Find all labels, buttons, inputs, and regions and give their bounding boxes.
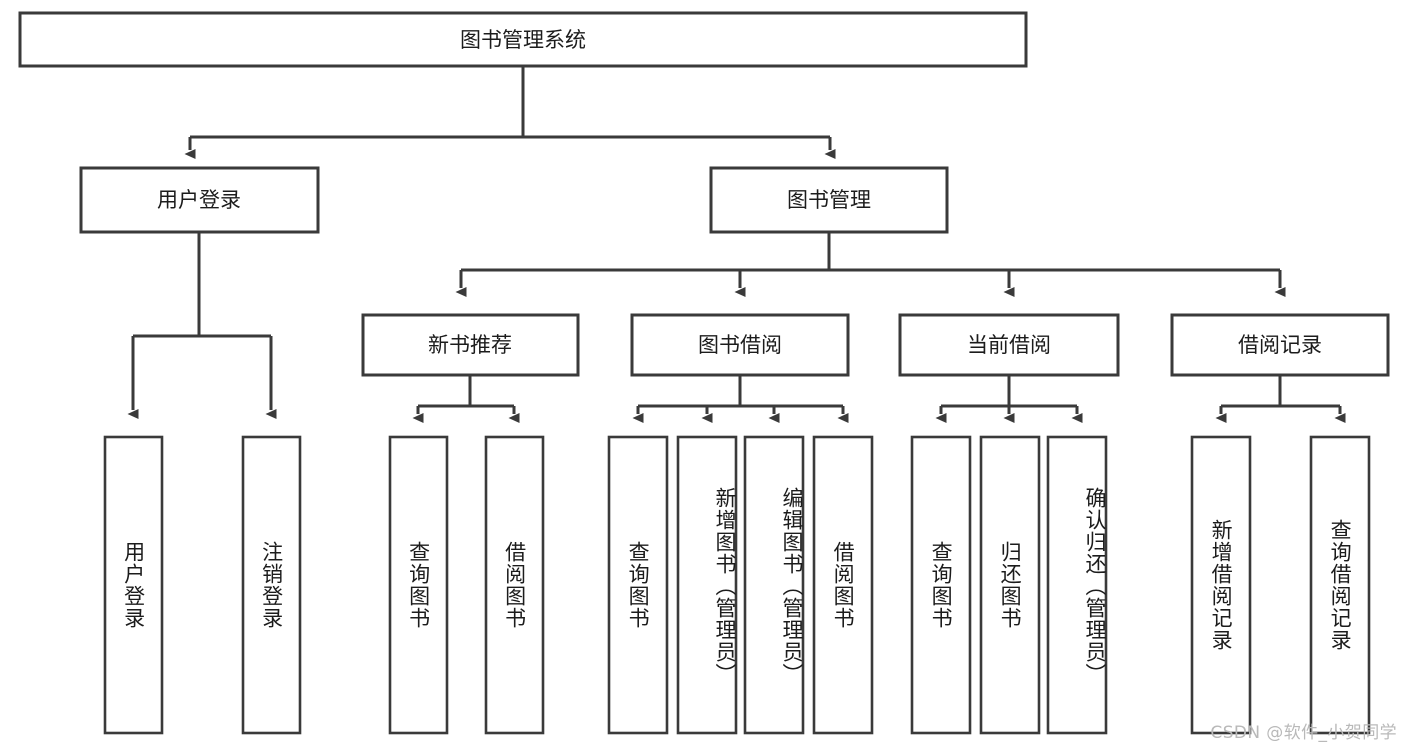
connector-newbook-to-leaves bbox=[412, 375, 520, 423]
node-leaf-query-book-3[interactable] bbox=[910, 435, 972, 735]
node-book-borrow[interactable]: 图书借阅 bbox=[630, 313, 850, 377]
node-root-system[interactable]: 图书管理系统 bbox=[18, 11, 1028, 68]
node-leaf-query-record[interactable] bbox=[1309, 435, 1371, 735]
node-leaf-borrow-book-1[interactable] bbox=[484, 435, 545, 735]
node-user-login[interactable]: 用户登录 bbox=[79, 166, 320, 234]
node-borrow-record-label: 借阅记录 bbox=[1238, 333, 1322, 357]
node-borrow-record[interactable]: 借阅记录 bbox=[1170, 313, 1390, 377]
node-new-book-recommend[interactable]: 新书推荐 bbox=[361, 313, 580, 377]
node-leaf-edit-book[interactable] bbox=[743, 435, 805, 735]
node-book-borrow-label: 图书借阅 bbox=[698, 333, 782, 357]
node-leaf-user-login[interactable] bbox=[103, 435, 164, 735]
node-current-borrow-label: 当前借阅 bbox=[967, 333, 1051, 357]
connector-currentborrow-to-leaves bbox=[935, 375, 1083, 423]
node-leaf-borrow-book-2[interactable] bbox=[812, 435, 874, 735]
node-root-system-label: 图书管理系统 bbox=[460, 28, 586, 52]
node-book-manage-label: 图书管理 bbox=[787, 188, 871, 212]
node-leaf-add-book[interactable] bbox=[676, 435, 738, 735]
csdn-watermark: CSDN @软件_小贺同学 bbox=[1210, 723, 1397, 743]
node-leaf-query-book-2[interactable] bbox=[607, 435, 669, 735]
connector-userlogin-to-leaves bbox=[127, 232, 277, 419]
connector-borrowrecord-to-leaves bbox=[1215, 375, 1346, 423]
node-leaf-query-book-1[interactable] bbox=[388, 435, 449, 735]
node-current-borrow[interactable]: 当前借阅 bbox=[898, 313, 1120, 377]
node-user-login-label: 用户登录 bbox=[157, 188, 241, 212]
node-new-book-recommend-label: 新书推荐 bbox=[428, 333, 512, 357]
node-leaf-logout-login[interactable] bbox=[241, 435, 302, 735]
node-leaf-add-record[interactable] bbox=[1190, 435, 1252, 735]
connector-bookmanage-to-level3 bbox=[455, 232, 1286, 297]
node-book-manage[interactable]: 图书管理 bbox=[709, 166, 949, 234]
node-leaf-return-book[interactable] bbox=[979, 435, 1041, 735]
connector-bookborrow-to-leaves bbox=[632, 375, 849, 423]
node-leaf-confirm-return[interactable] bbox=[1046, 435, 1108, 735]
connector-root-to-level2 bbox=[184, 66, 836, 159]
